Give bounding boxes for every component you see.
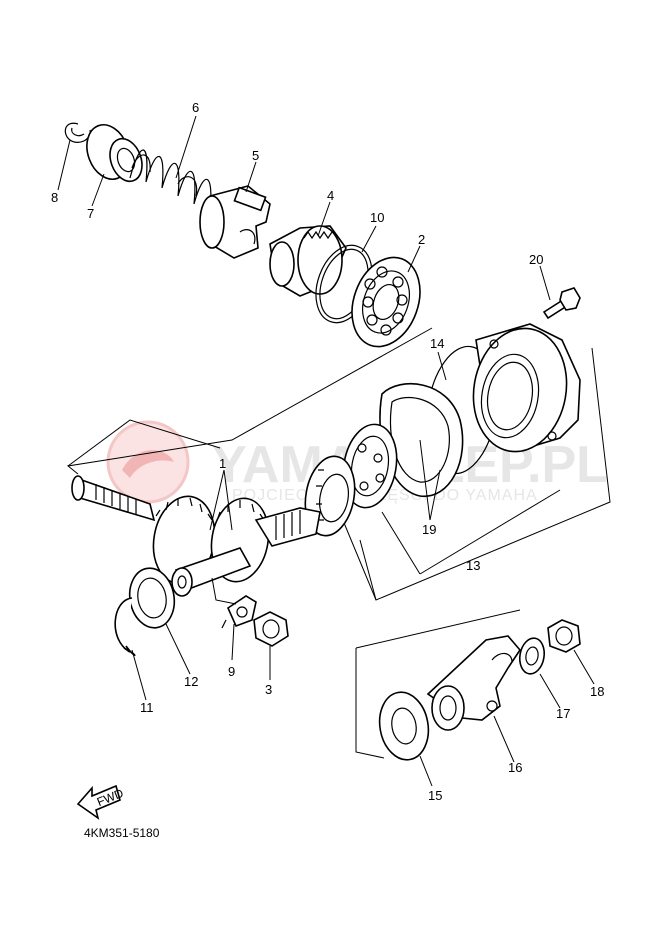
callout-8: 8 [51,190,58,205]
callout-1: 1 [219,456,226,471]
part-18-nut [547,619,581,653]
forward-arrow-icon [76,784,121,820]
part-9-lock-washer [221,595,257,629]
part-17-washer [518,637,546,675]
callout-14: 14 [430,336,444,351]
group-brackets [66,327,611,759]
callout-2: 2 [418,232,425,247]
callout-6: 6 [192,100,199,115]
callout-20: 20 [529,252,543,267]
part-3-nut [253,611,289,647]
callout-11: 11 [140,700,154,715]
bracket-yoke [355,648,385,759]
upper-assembly-bracket-2 [67,419,221,467]
callout-labels: 6 5 4 10 2 8 7 20 14 1 19 13 11 12 9 3 1… [51,100,604,803]
part-20-bolt [542,287,581,320]
callout-15: 15 [428,788,442,803]
part-16-yoke [426,635,522,731]
forward-arrow-label: FWD [95,786,126,809]
callout-19: 19 [422,522,436,537]
part-5-coupling [199,185,271,259]
callout-7: 7 [87,206,94,221]
callout-17: 17 [556,706,570,721]
part-2-bearing [351,256,421,348]
upper-assembly-bracket [66,327,433,475]
part-1-main-shaft [71,475,321,597]
forward-arrow: FWD [76,784,126,820]
callout-12: 12 [184,674,198,689]
callout-13: 13 [466,558,480,573]
part-6-spring [129,149,212,213]
bracket-13 [341,347,611,601]
part-15-oil-seal [378,691,430,761]
bracket-yoke-top [355,609,521,649]
bracket-13-b [359,539,377,601]
bracket-13-d [419,489,561,575]
bracket-13-c [381,511,421,575]
diagram-code: 4KM351-5180 [84,826,160,840]
part-4-gear [269,225,347,297]
callout-3: 3 [265,682,272,697]
leader-lines [57,115,595,787]
callout-10: 10 [370,210,384,225]
watermark-logo-mark [122,450,174,478]
callout-5: 5 [252,148,259,163]
callout-16: 16 [508,760,522,775]
gear-housing [472,323,581,453]
callout-4: 4 [327,188,334,203]
part-7-spring-seat [86,124,143,183]
part-8-circlip [64,122,91,143]
callout-9: 9 [228,664,235,679]
callout-18: 18 [590,684,604,699]
